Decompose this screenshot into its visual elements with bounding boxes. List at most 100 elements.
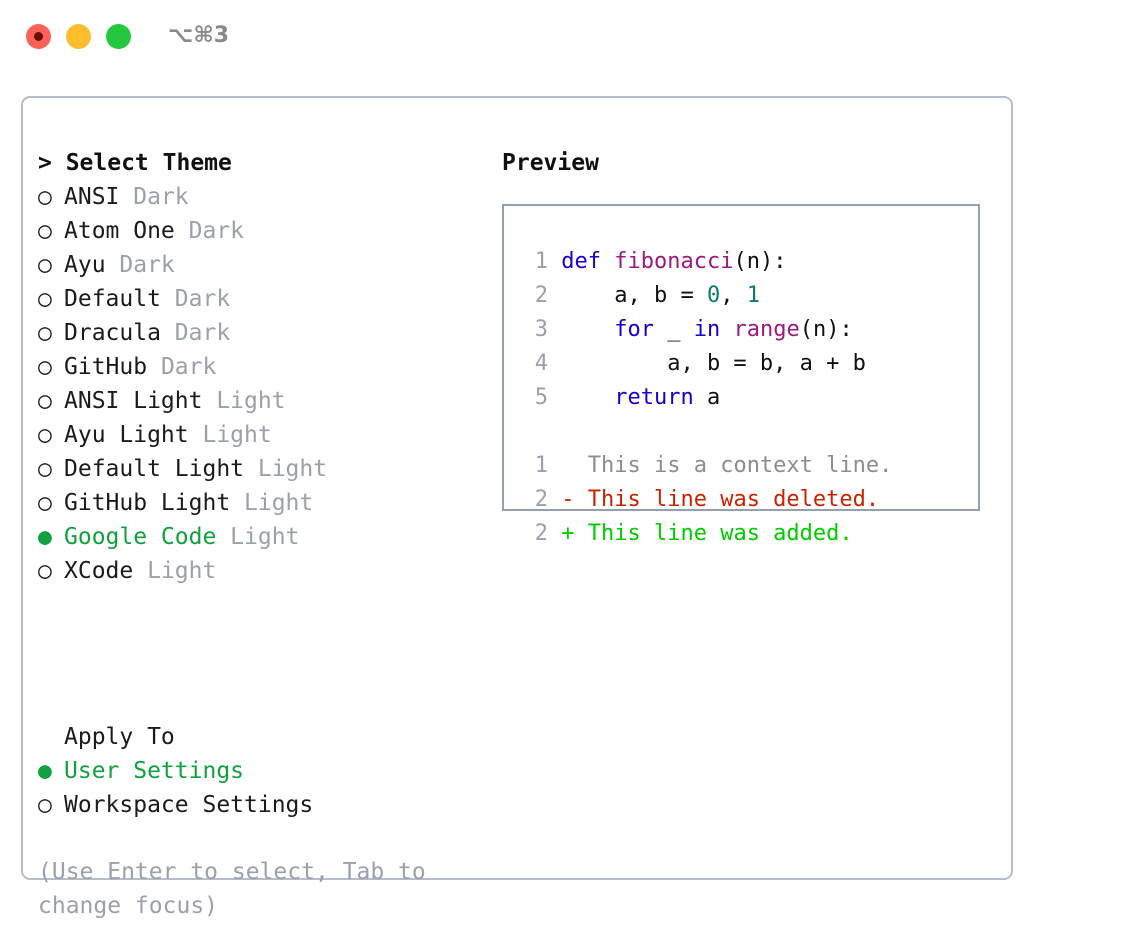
traffic-light-controls bbox=[26, 24, 131, 49]
minimize-button[interactable] bbox=[66, 24, 91, 49]
theme-list-item[interactable]: ○ GitHub Dark bbox=[38, 350, 498, 384]
theme-name: Default bbox=[64, 286, 161, 312]
radio-unselected-icon: ○ bbox=[38, 218, 52, 244]
line-number: 2 bbox=[534, 283, 548, 308]
code-token: for bbox=[614, 317, 654, 342]
code-token bbox=[561, 317, 614, 342]
apply-to-options: ●User Settings○Workspace Settings bbox=[38, 754, 498, 822]
apply-to-option[interactable]: ●User Settings bbox=[38, 754, 498, 788]
code-token: a, b = b, a + b bbox=[561, 351, 866, 376]
diff-marker: - bbox=[561, 487, 588, 512]
keyboard-hint-text: (Use Enter to select, Tab to change focu… bbox=[38, 859, 426, 919]
code-token: a bbox=[693, 385, 721, 410]
line-number: 3 bbox=[534, 317, 548, 342]
apply-to-section: Apply To ●User Settings○Workspace Settin… bbox=[38, 720, 498, 822]
theme-list-item[interactable]: ○XCode Light bbox=[38, 554, 498, 588]
spacer bbox=[522, 415, 972, 449]
line-number: 4 bbox=[534, 351, 548, 376]
code-token: in bbox=[693, 317, 721, 342]
code-token bbox=[561, 385, 614, 410]
panel-columns: > Select Theme ○ANSI Dark○Atom One Dark○… bbox=[23, 98, 1011, 919]
radio-unselected-icon: ○ bbox=[38, 252, 52, 278]
line-number: 1 bbox=[534, 249, 548, 274]
keyboard-shortcut-label: ⌥⌘3 bbox=[168, 23, 230, 48]
theme-name: Dracula bbox=[64, 320, 161, 346]
radio-unselected-icon: ○ bbox=[38, 558, 52, 584]
theme-list-item[interactable]: ○ GitHub Light Light bbox=[38, 486, 498, 520]
main-panel: > Select Theme ○ANSI Dark○Atom One Dark○… bbox=[21, 96, 1013, 919]
maximize-button[interactable] bbox=[106, 24, 131, 49]
theme-name: ANSI Light bbox=[64, 388, 203, 414]
radio-unselected-icon: ○ bbox=[38, 490, 52, 516]
theme-name: XCode bbox=[64, 558, 134, 584]
theme-category: Dark bbox=[174, 218, 245, 244]
theme-category: Dark bbox=[105, 252, 175, 278]
theme-list-item[interactable]: ○Ayu Light Light bbox=[38, 418, 498, 452]
theme-category: Light bbox=[216, 524, 300, 550]
code-token: _ bbox=[653, 317, 694, 342]
radio-selected-icon: ● bbox=[38, 524, 52, 550]
theme-name: Atom One bbox=[64, 218, 175, 244]
theme-name: ANSI bbox=[64, 184, 120, 210]
theme-name: GitHub bbox=[64, 354, 148, 380]
code-line: 2 a, b = 0, 1 bbox=[522, 279, 972, 313]
diff-line: 2 - This line was deleted. bbox=[522, 483, 972, 517]
code-token: (n): bbox=[733, 249, 787, 274]
theme-category: Light bbox=[230, 490, 314, 516]
radio-unselected-icon: ○ bbox=[38, 286, 52, 312]
code-token: , bbox=[720, 283, 747, 308]
theme-list: ○ANSI Dark○Atom One Dark○Ayu Dark○Defaul… bbox=[38, 180, 498, 588]
theme-list-item[interactable]: ○Default Light Light bbox=[38, 452, 498, 486]
diff-marker: + bbox=[561, 521, 588, 546]
code-token: (n): bbox=[799, 317, 853, 342]
theme-list-item[interactable]: ○ Default Dark bbox=[38, 282, 498, 316]
theme-category: Light bbox=[202, 388, 286, 414]
line-number: 1 bbox=[534, 453, 548, 478]
diff-marker bbox=[561, 453, 588, 478]
theme-category: Dark bbox=[119, 184, 189, 210]
select-theme-header: > Select Theme bbox=[38, 150, 232, 176]
code-token bbox=[720, 317, 733, 342]
theme-list-item[interactable]: ○ ANSI Dark bbox=[38, 180, 498, 214]
code-line: 3 for _ in range(n): bbox=[522, 313, 972, 347]
apply-to-option[interactable]: ○Workspace Settings bbox=[38, 788, 498, 822]
code-line: 5 return a bbox=[522, 381, 972, 415]
code-token: range bbox=[733, 317, 800, 342]
theme-category: Dark bbox=[147, 354, 217, 380]
theme-name: Ayu Light bbox=[64, 422, 189, 448]
theme-list-item[interactable]: ○ Dracula Dark bbox=[38, 316, 498, 350]
theme-list-item[interactable]: ○ ANSI Light Light bbox=[38, 384, 498, 418]
radio-selected-icon: ● bbox=[38, 758, 52, 784]
code-token: fibonacci bbox=[614, 249, 734, 274]
line-number: 5 bbox=[534, 385, 548, 410]
radio-unselected-icon: ○ bbox=[38, 388, 52, 414]
radio-unselected-icon: ○ bbox=[38, 792, 52, 818]
diff-text: This is a context line. bbox=[587, 453, 893, 478]
theme-list-item[interactable]: ● Google Code Light bbox=[38, 520, 498, 554]
radio-unselected-icon: ○ bbox=[38, 184, 52, 210]
theme-selector-column: > Select Theme ○ANSI Dark○Atom One Dark○… bbox=[38, 146, 498, 588]
theme-list-item[interactable]: ○ Atom One Dark bbox=[38, 214, 498, 248]
theme-category: Dark bbox=[160, 320, 231, 346]
close-button[interactable] bbox=[26, 24, 51, 49]
theme-name: GitHub Light bbox=[64, 490, 231, 516]
radio-unselected-icon: ○ bbox=[38, 354, 52, 380]
theme-name: Google Code bbox=[64, 524, 217, 550]
theme-category: Light bbox=[244, 456, 328, 482]
code-line: 1 def fibonacci(n): bbox=[522, 245, 972, 279]
theme-list-item[interactable]: ○ Ayu Dark bbox=[38, 248, 498, 282]
diff-line: 1 This is a context line. bbox=[522, 449, 972, 483]
diff-text: This line was added. bbox=[587, 521, 853, 546]
radio-unselected-icon: ○ bbox=[38, 456, 52, 482]
preview-column: Preview bbox=[502, 146, 1002, 180]
theme-category: Dark bbox=[160, 286, 231, 312]
diff-line: 2 + This line was added. bbox=[522, 517, 972, 551]
radio-unselected-icon: ○ bbox=[38, 320, 52, 346]
theme-name: Ayu bbox=[64, 252, 106, 278]
diff-sample: 1 This is a context line.2 - This line w… bbox=[522, 449, 972, 551]
code-token: def bbox=[561, 249, 615, 274]
